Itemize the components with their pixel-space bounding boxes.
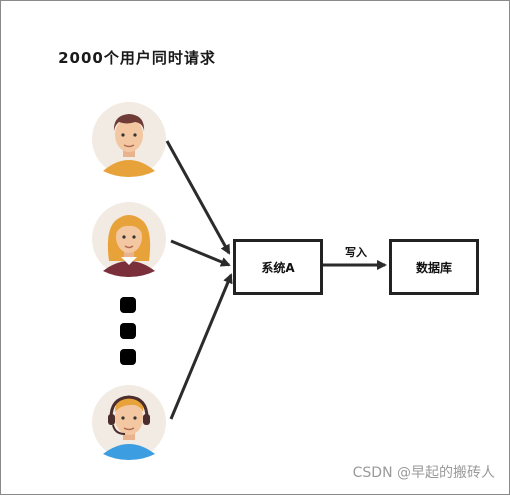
write-edge-label: 写入 (345, 246, 367, 259)
system-a-box: 系统A (233, 239, 323, 295)
ellipsis-dots-icon (120, 297, 138, 375)
diagram-title: 2000个用户同时请求 (58, 49, 216, 67)
man-avatar-icon (92, 102, 166, 177)
arrow-user3-to-system-a (169, 273, 233, 420)
watermark: CSDN @早起的搬砖人 (352, 465, 495, 481)
database-box: 数据库 (389, 239, 479, 295)
arrow-user2-to-system-a (170, 239, 231, 267)
arrow-user1-to-system-a (165, 140, 231, 255)
headset-agent-avatar-icon (92, 385, 166, 460)
database-label: 数据库 (415, 260, 452, 275)
woman-avatar-icon (92, 202, 166, 277)
system-a-label: 系统A (261, 260, 295, 275)
